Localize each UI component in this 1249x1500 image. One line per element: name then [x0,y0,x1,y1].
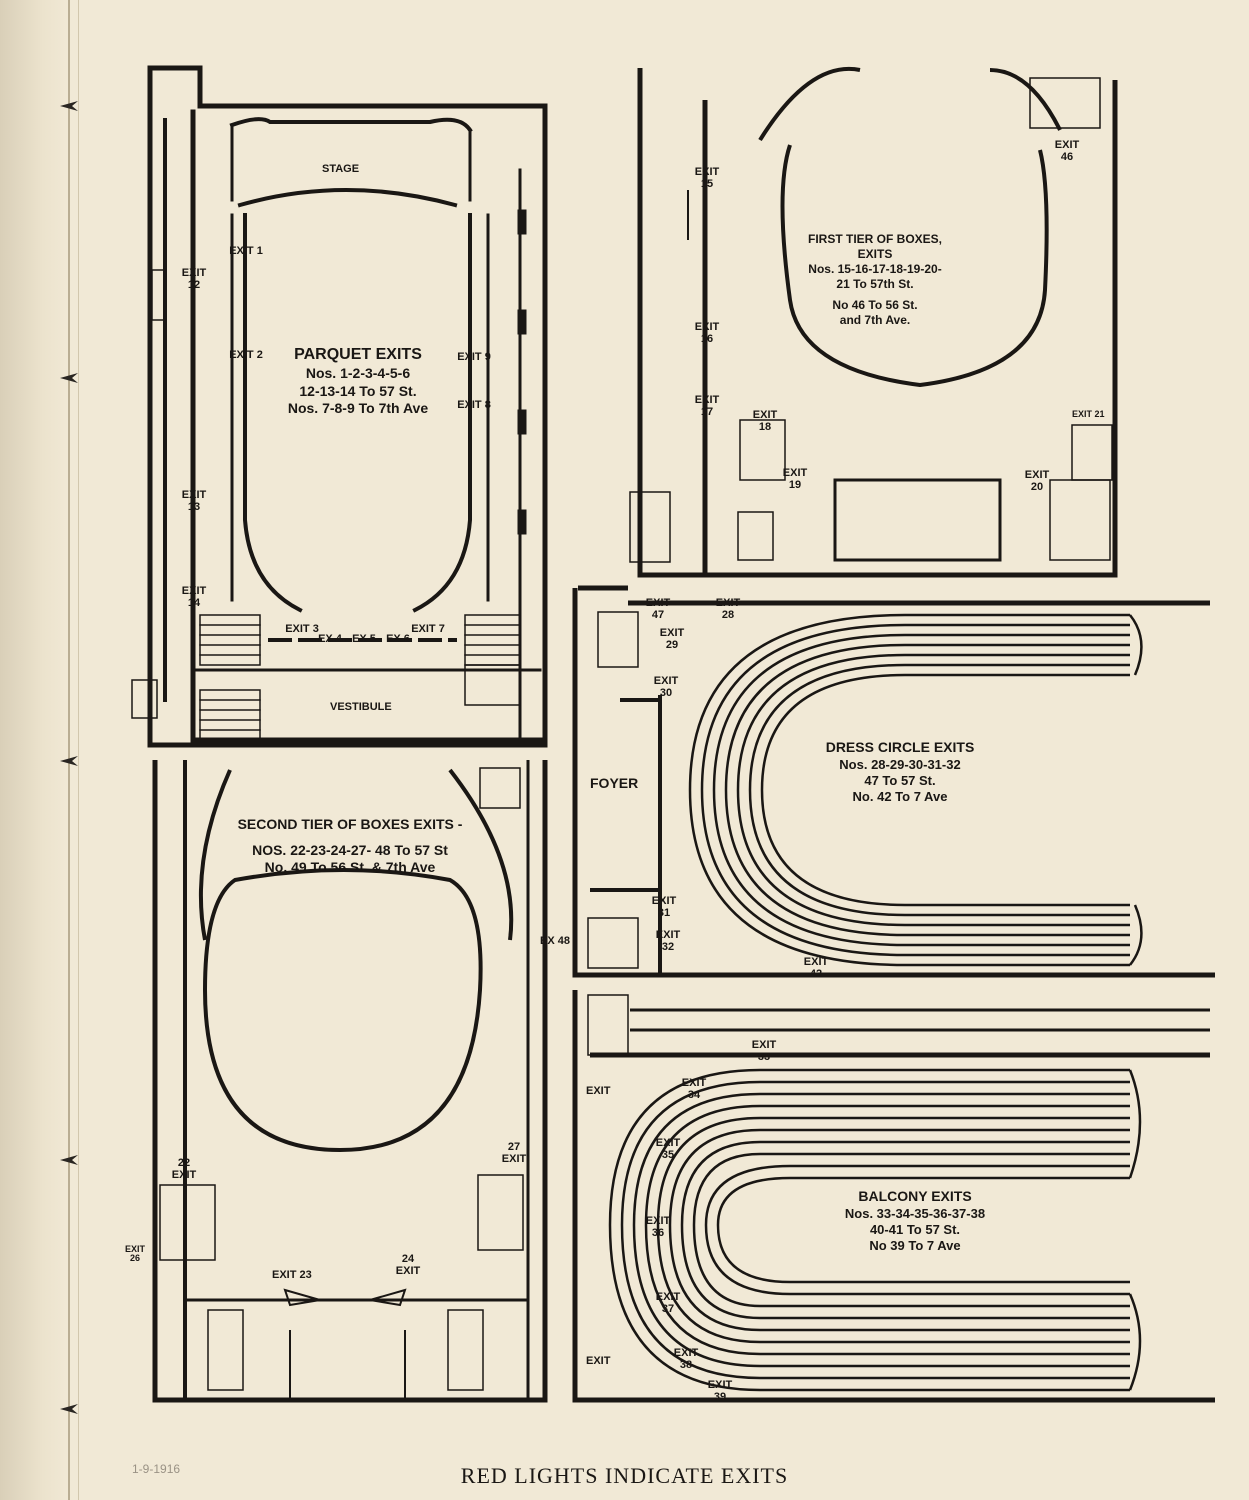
exit-26: EXIT 26 [124,1244,145,1264]
dress-circle-title: DRESS CIRCLE EXITS [825,739,975,755]
exit-31: EXIT 31 [651,895,677,919]
second-tier-title: SECOND TIER OF BOXES EXITS - [237,816,463,832]
dress-circle-line-3: No. 42 To 7 Ave [852,789,948,804]
exit-6: EX 6 [386,633,410,645]
exit-18: EXIT 18 [752,409,778,433]
exit-39: EXIT 39 [707,1379,733,1403]
second-tier-line-1: NOS. 22-23-24-27- 48 To 57 St [252,841,448,858]
exit-17: EXIT 17 [694,394,720,418]
exit-30: EXIT 30 [653,675,679,699]
exit-3: EXIT 3 [285,623,319,635]
exit-21: EXIT 21 [1072,409,1105,419]
exit-36: EXIT 36 [645,1215,671,1239]
dress-circle-line-2: 47 To 57 St. [864,772,936,788]
balcony-line-1: Nos. 33-34-35-36-37-38 [844,1205,986,1221]
balcony-line-3: No 39 To 7 Ave [869,1238,961,1253]
exit-32: EXIT 32 [655,929,681,953]
first-tier-line-1: Nos. 15-16-17-18-19-20- [808,262,942,276]
exit-16: EXIT 16 [694,321,720,345]
balcony-exits-block: BALCONY EXITS Nos. 33-34-35-36-37-38 40-… [820,1188,1010,1254]
exit-46: EXIT 46 [1054,139,1080,163]
vestibule-label: VESTIBULE [330,701,392,713]
stitch-mark [60,1404,78,1414]
balcony-plan [572,990,1215,1403]
exit-24: 24 EXIT [395,1253,421,1277]
parquet-exits-line-2: 12-13-14 To 57 St. [299,382,417,399]
first-tier-exits-block: FIRST TIER OF BOXES, EXITS Nos. 15-16-17… [800,232,950,328]
exit-5: EX 5 [352,633,376,645]
first-tier-line-3: No 46 To 56 St. [832,298,918,312]
second-tier-plan [152,760,548,1403]
foyer-label: FOYER [590,775,639,791]
exit-2: EXIT 2 [229,349,263,361]
balcony-exit-top: EXIT [586,1085,611,1097]
exit-42: EXIT 42 [803,956,829,980]
parquet-exits-line-3: Nos. 7-8-9 To 7th Ave [287,400,429,416]
exit-23: EXIT 23 [272,1269,312,1281]
second-tier-line-2: No. 49 To 56 St. & 7th Ave [264,859,436,875]
dress-circle-line-1: Nos. 28-29-30-31-32 [839,756,961,772]
exit-20: EXIT 20 [1024,469,1050,493]
exit-4: EX 4 [318,633,342,645]
page-fold-line [78,0,79,1500]
exit-19: EXIT 19 [782,467,808,491]
exit-12: EXIT 12 [181,267,207,291]
exit-14: EXIT 14 [181,585,207,609]
stitch-mark [60,756,78,766]
dress-circle-plan [572,585,1215,978]
first-tier-title: FIRST TIER OF BOXES, EXITS [807,232,942,261]
parquet-exits-block: PARQUET EXITS Nos. 1-2-3-4-5-6 12-13-14 … [248,345,468,418]
exit-8: EXIT 8 [457,399,491,411]
stitch-mark [60,101,78,111]
exit-7: EXIT 7 [411,623,445,635]
exit-29: EXIT 29 [659,627,685,651]
exit-13: EXIT 13 [181,489,207,513]
exit-38: EXIT 38 [673,1347,699,1371]
balcony-line-2: 40-41 To 57 St. [869,1221,961,1237]
pencil-date-note: 1-9-1916 [132,1462,181,1476]
dress-circle-exits-block: DRESS CIRCLE EXITS Nos. 28-29-30-31-32 4… [810,739,990,805]
footer-caption: RED LIGHTS INDICATE EXITS [460,1463,789,1488]
first-tier-line-2: 21 To 57th St. [836,277,914,291]
parquet-exits-title: PARQUET EXITS [294,346,422,363]
exit-37: EXIT 37 [655,1291,681,1315]
stage-label: STAGE [322,163,360,175]
exit-1: EXIT 1 [229,245,263,257]
second-tier-exits-block: SECOND TIER OF BOXES EXITS - NOS. 22-23-… [215,816,485,877]
page-fold [68,0,70,1500]
exit-9: EXIT 9 [457,351,491,363]
exit-34: EXIT 34 [681,1077,707,1101]
first-tier-line-4: and 7th Ave. [839,313,911,327]
balcony-exit-bottom: EXIT [586,1355,611,1367]
stitch-mark [60,373,78,383]
parquet-exits-line-1: Nos. 1-2-3-4-5-6 [305,365,411,381]
exit-47: EXIT 47 [645,597,671,621]
stitch-mark [60,1155,78,1165]
exit-15: EXIT 15 [694,166,720,190]
exit-28: EXIT 28 [715,597,741,621]
exit-27: 27 EXIT [501,1141,527,1165]
exit-48: EX 48 [540,935,570,947]
exit-35: EXIT 35 [655,1137,681,1161]
balcony-title: BALCONY EXITS [858,1188,972,1204]
exit-22: 22 EXIT [171,1157,197,1181]
parquet-plan [131,65,548,748]
binding-edge [0,0,72,1500]
first-tier-plan [629,66,1118,578]
exit-33: EXIT 33 [751,1039,777,1063]
